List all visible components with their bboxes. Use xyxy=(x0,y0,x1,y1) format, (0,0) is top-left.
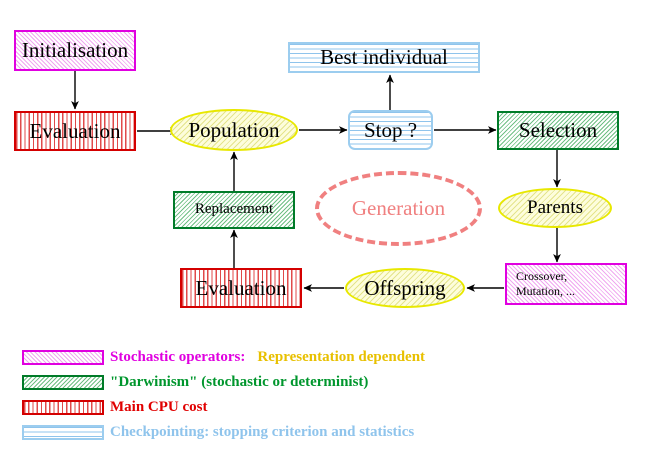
node-initialisation[interactable]: Initialisation xyxy=(14,30,136,71)
node-crossover-line2: Mutation, ... xyxy=(516,284,575,298)
legend-label-part1: Stochastic operators: xyxy=(110,349,246,365)
legend-label-part1: Checkpointing: stopping criterion and st… xyxy=(110,424,415,440)
node-crossover-line1: Crossover, xyxy=(516,269,568,283)
node-evaluation-bottom-label: Evaluation xyxy=(195,275,287,300)
node-stop[interactable]: Stop ? xyxy=(348,110,433,150)
node-offspring[interactable]: Offspring xyxy=(345,268,465,308)
node-evaluation-top-label: Evaluation xyxy=(29,118,121,143)
legend: Stochastic operators: Representation depe… xyxy=(0,345,670,445)
node-crossover-mutation[interactable]: Crossover, Mutation, ... xyxy=(505,263,627,305)
legend-row: Main CPU cost xyxy=(0,395,670,420)
legend-swatch-blue-icon xyxy=(22,425,104,440)
legend-text-checkpointing: Checkpointing: stopping criterion and st… xyxy=(110,424,414,441)
legend-text-stochastic-operators: Stochastic operators: Representation depe… xyxy=(110,349,425,366)
legend-text-main-cpu-cost: Main CPU cost xyxy=(110,399,208,416)
node-evaluation-bottom[interactable]: Evaluation xyxy=(180,268,302,308)
node-selection[interactable]: Selection xyxy=(497,111,619,150)
node-offspring-label: Offspring xyxy=(364,275,446,300)
node-generation-label: Generation xyxy=(351,196,446,221)
node-population-label: Population xyxy=(188,117,280,142)
legend-row: "Darwinism" (stochastic or determinist) xyxy=(0,370,670,395)
legend-row: Checkpointing: stopping criterion and st… xyxy=(0,420,670,445)
node-best-individual[interactable]: Best individual xyxy=(288,42,480,73)
node-stop-label: Stop ? xyxy=(363,117,418,142)
node-population[interactable]: Population xyxy=(170,109,298,151)
legend-label-part1: "Darwinism" (stochastic or determinist) xyxy=(110,374,369,390)
node-initialisation-label: Initialisation xyxy=(21,38,129,63)
node-replacement[interactable]: Replacement xyxy=(173,191,295,229)
node-generation: Generation xyxy=(315,171,482,246)
node-best-individual-label: Best individual xyxy=(320,45,448,70)
node-parents[interactable]: Parents xyxy=(498,188,612,228)
legend-label-part2: Representation dependent xyxy=(257,349,426,365)
legend-text-darwinism: "Darwinism" (stochastic or determinist) xyxy=(110,374,368,391)
legend-row: Stochastic operators: Representation depe… xyxy=(0,345,670,370)
node-evaluation-top[interactable]: Evaluation xyxy=(14,111,136,151)
node-selection-label: Selection xyxy=(518,118,598,143)
legend-label-part1: Main CPU cost xyxy=(110,399,208,415)
legend-swatch-magenta-icon xyxy=(22,350,104,365)
node-parents-label: Parents xyxy=(527,197,583,219)
node-replacement-label: Replacement xyxy=(194,201,274,218)
legend-swatch-green-icon xyxy=(22,375,104,390)
legend-swatch-red-icon xyxy=(22,400,104,415)
